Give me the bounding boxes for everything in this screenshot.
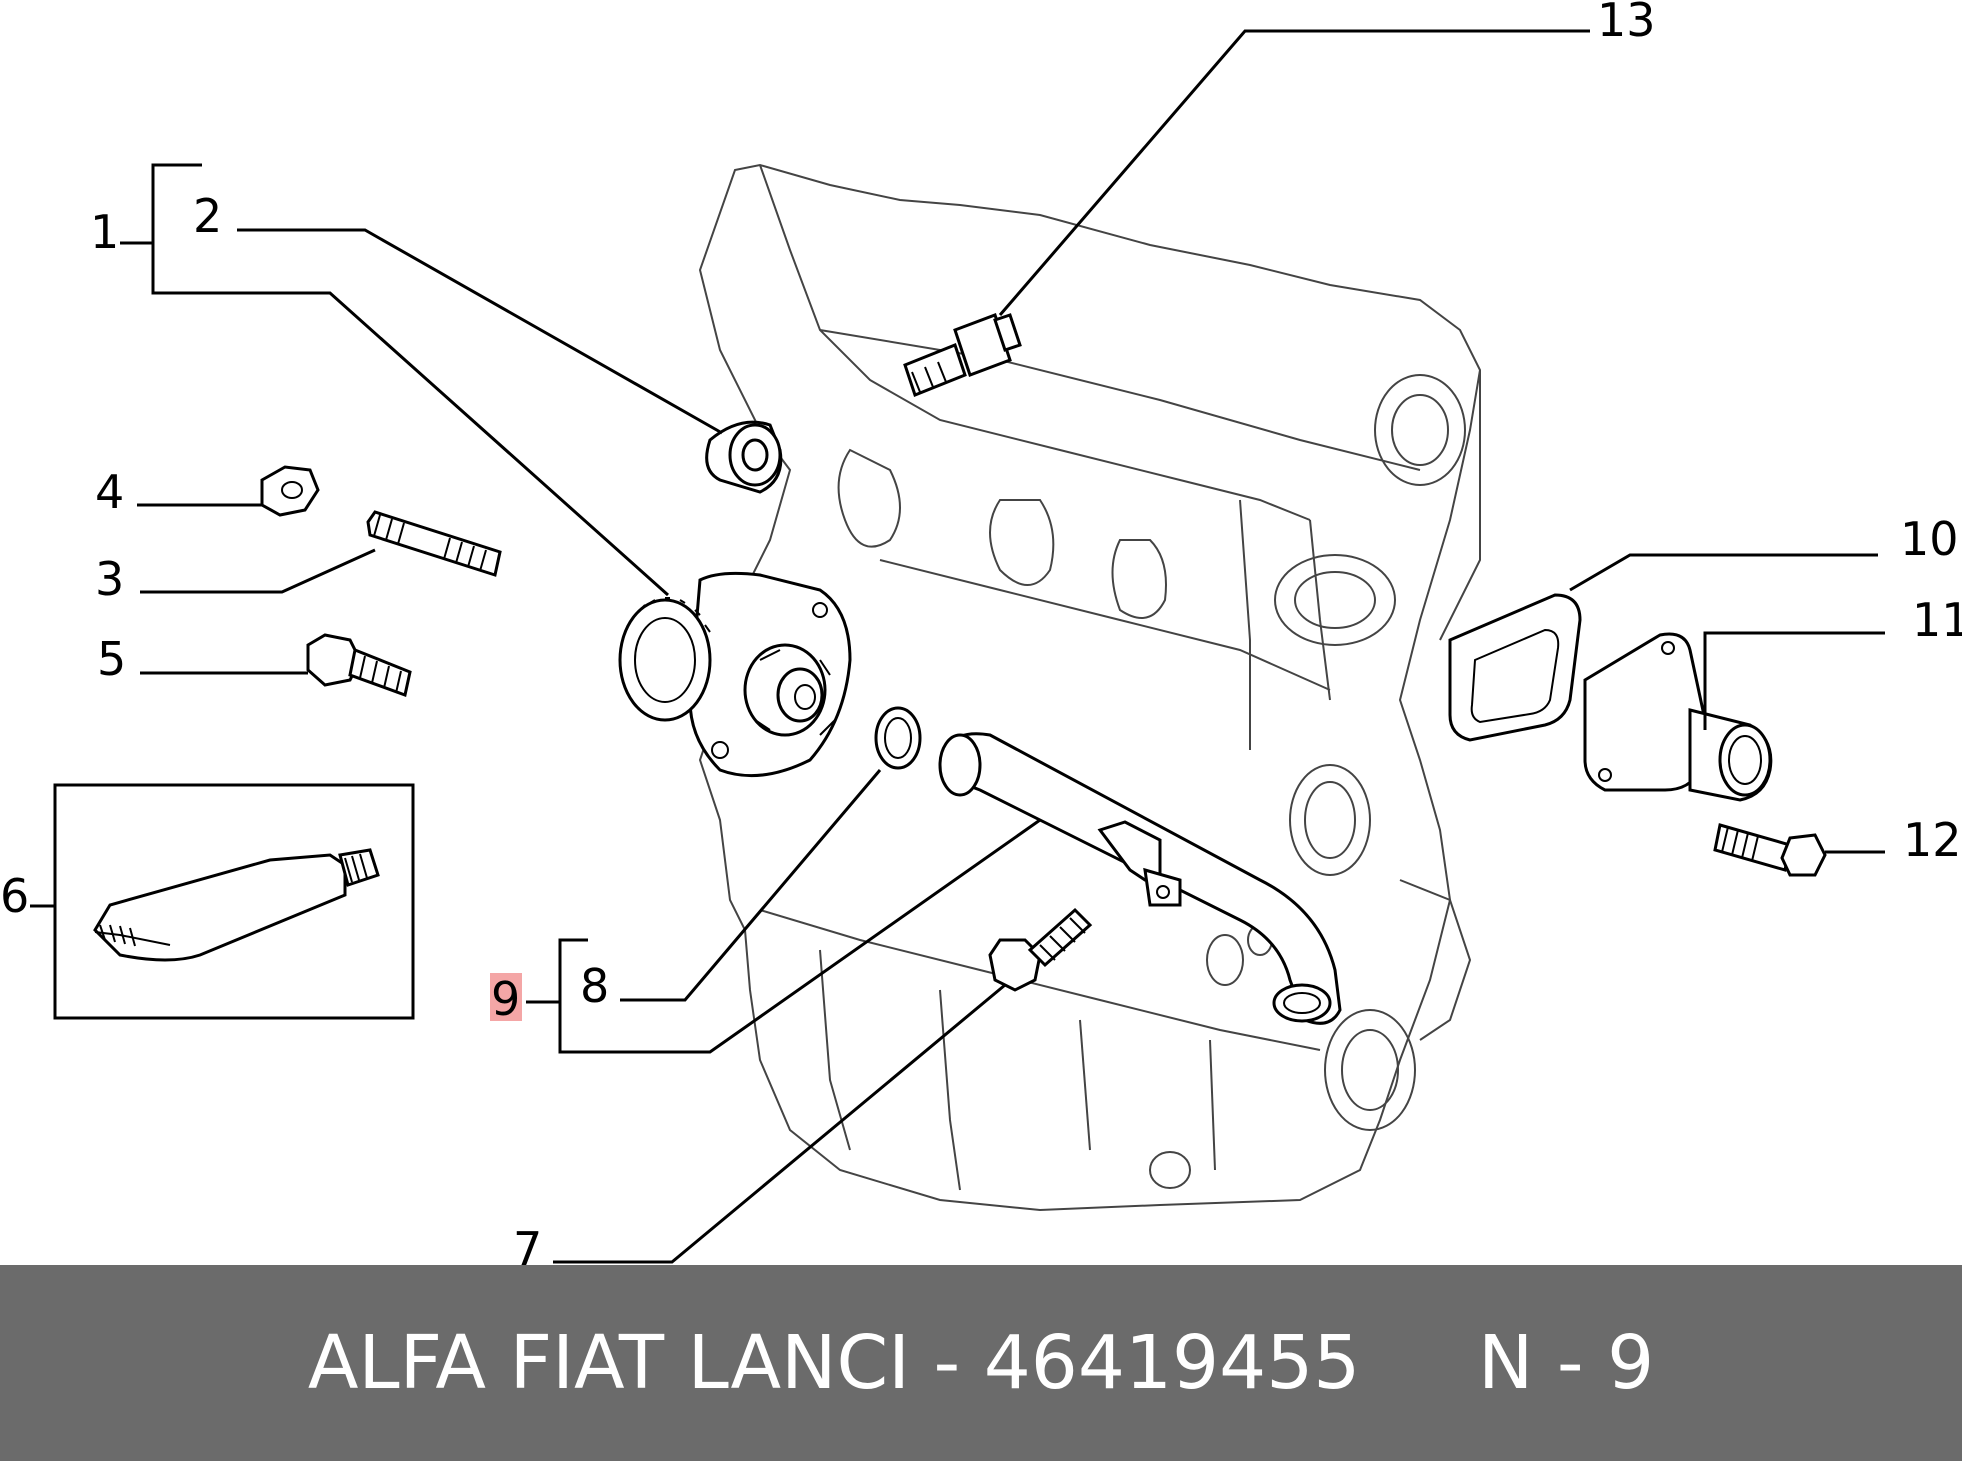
footer-position: N - 9	[1478, 1320, 1655, 1406]
callout-12: 12	[1903, 813, 1962, 867]
gasket-part	[1448, 593, 1582, 742]
exploded-parts-diagram: 1 2 13 4 3 5 6 10 11 12 9 8 7	[0, 0, 1962, 1265]
engine-block-drawing	[698, 163, 1482, 1212]
bolt-part-7	[988, 907, 1093, 992]
callout-10: 10	[1900, 512, 1959, 566]
coolant-pipe-part	[938, 732, 1342, 1025]
nut-part	[260, 465, 320, 517]
callout-5: 5	[97, 632, 126, 686]
footer-caption: ALFA FIAT LANCI - 46419455 N - 9	[308, 1320, 1654, 1406]
callout-1: 1	[90, 205, 119, 259]
bolt-part-5	[306, 633, 412, 697]
bolt-part-12	[1713, 823, 1827, 877]
callout-9: 9	[491, 972, 520, 1026]
leader-lines	[30, 29, 1885, 1264]
footer-brand-part: ALFA FIAT LANCI - 46419455	[307, 1320, 1361, 1406]
stud-part	[366, 510, 502, 577]
callout-2: 2	[193, 189, 222, 243]
tensioner-pulley-part	[705, 420, 783, 494]
callout-3: 3	[95, 552, 124, 606]
callout-9-highlight	[490, 973, 522, 1021]
footer-bar: ALFA FIAT LANCI - 46419455 N - 9	[0, 1265, 1962, 1461]
callout-13: 13	[1597, 0, 1656, 47]
callout-6: 6	[0, 869, 29, 923]
callout-7: 7	[513, 1222, 542, 1265]
temperature-sensor-part	[903, 313, 1022, 397]
thermostat-housing-part	[1583, 632, 1773, 802]
callout-11: 11	[1912, 593, 1962, 647]
callout-4: 4	[95, 465, 124, 519]
callout-8: 8	[580, 959, 609, 1013]
sealant-box	[53, 783, 415, 1020]
o-ring-part	[874, 706, 922, 770]
callout-labels: 1 2 13 4 3 5 6 10 11 12 9 8 7	[0, 0, 1962, 1265]
water-pump-part	[618, 571, 852, 778]
